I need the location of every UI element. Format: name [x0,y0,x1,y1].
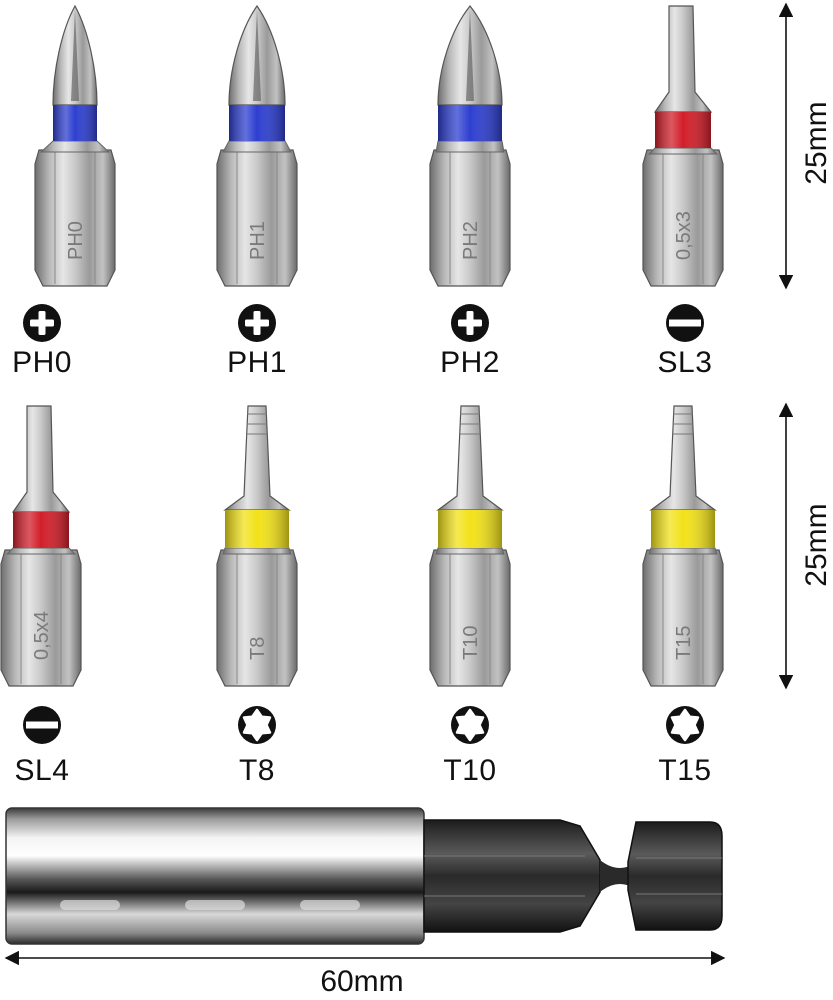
bit-t8-image: T8 [216,405,298,687]
bit-engraving: 0,5x4 [31,611,53,660]
holder-length-label: 60mm [320,965,404,998]
bit-tip [223,405,291,511]
bit-ph1-image: PH1 [216,4,298,287]
bit-engraving: T15 [673,626,695,660]
row2-height-label: 25mm [800,503,833,587]
holder-sleeve [5,807,425,945]
bit-engraving: PH2 [460,221,482,260]
holder-neck [600,860,640,892]
bit-t15-image: T15 [642,405,724,687]
bit-sl3-image: 0,5x3 [642,5,724,287]
bit-tip [436,405,504,511]
holder-hex-end [627,821,723,931]
torx-icon [451,706,489,744]
holder-sleeve-slot [60,900,120,910]
phillips-icon [238,304,276,342]
bit-engraving: PH1 [247,221,269,260]
holder-sleeve-slot [185,900,245,910]
slotted-icon [23,706,61,744]
bit-label: SL4 [14,754,70,787]
bit-engraving: PH0 [65,221,87,260]
torx-icon [666,706,704,744]
bit-label: T10 [443,754,497,787]
bit-tip [653,5,713,113]
holder-sleeve-slot [300,900,360,910]
bit-hex-shank [642,549,724,687]
bit-hex-shank [216,149,298,287]
bit-hex-shank [429,549,511,687]
bit-label: SL3 [657,346,713,379]
bit-label: PH2 [440,346,500,379]
bit-hex-shank [34,149,116,287]
bit-hex-shank [216,549,298,687]
row1-height-label: 25mm [800,101,833,185]
bit-tip [11,405,71,513]
bit-engraving: T10 [460,626,482,660]
bit-hex-shank [429,149,511,287]
bit-label: T8 [238,754,275,787]
bit-tip [649,405,717,511]
bit-sl4-image: 0,5x4 [0,405,82,687]
torx-icon [238,706,276,744]
bit-ph0-image: PH0 [34,4,116,287]
bit-label: T15 [658,754,712,787]
bit-engraving: T8 [247,637,269,660]
slotted-icon [666,304,704,342]
bit-label: PH1 [227,346,287,379]
bit-ph2-image: PH2 [429,5,511,287]
phillips-icon [451,304,489,342]
bit-engraving: 0,5x3 [673,211,695,260]
phillips-icon [23,304,61,342]
bit-label: PH0 [12,346,72,379]
holder-hex-shank [423,819,601,933]
bit-t10-image: T10 [429,405,511,687]
